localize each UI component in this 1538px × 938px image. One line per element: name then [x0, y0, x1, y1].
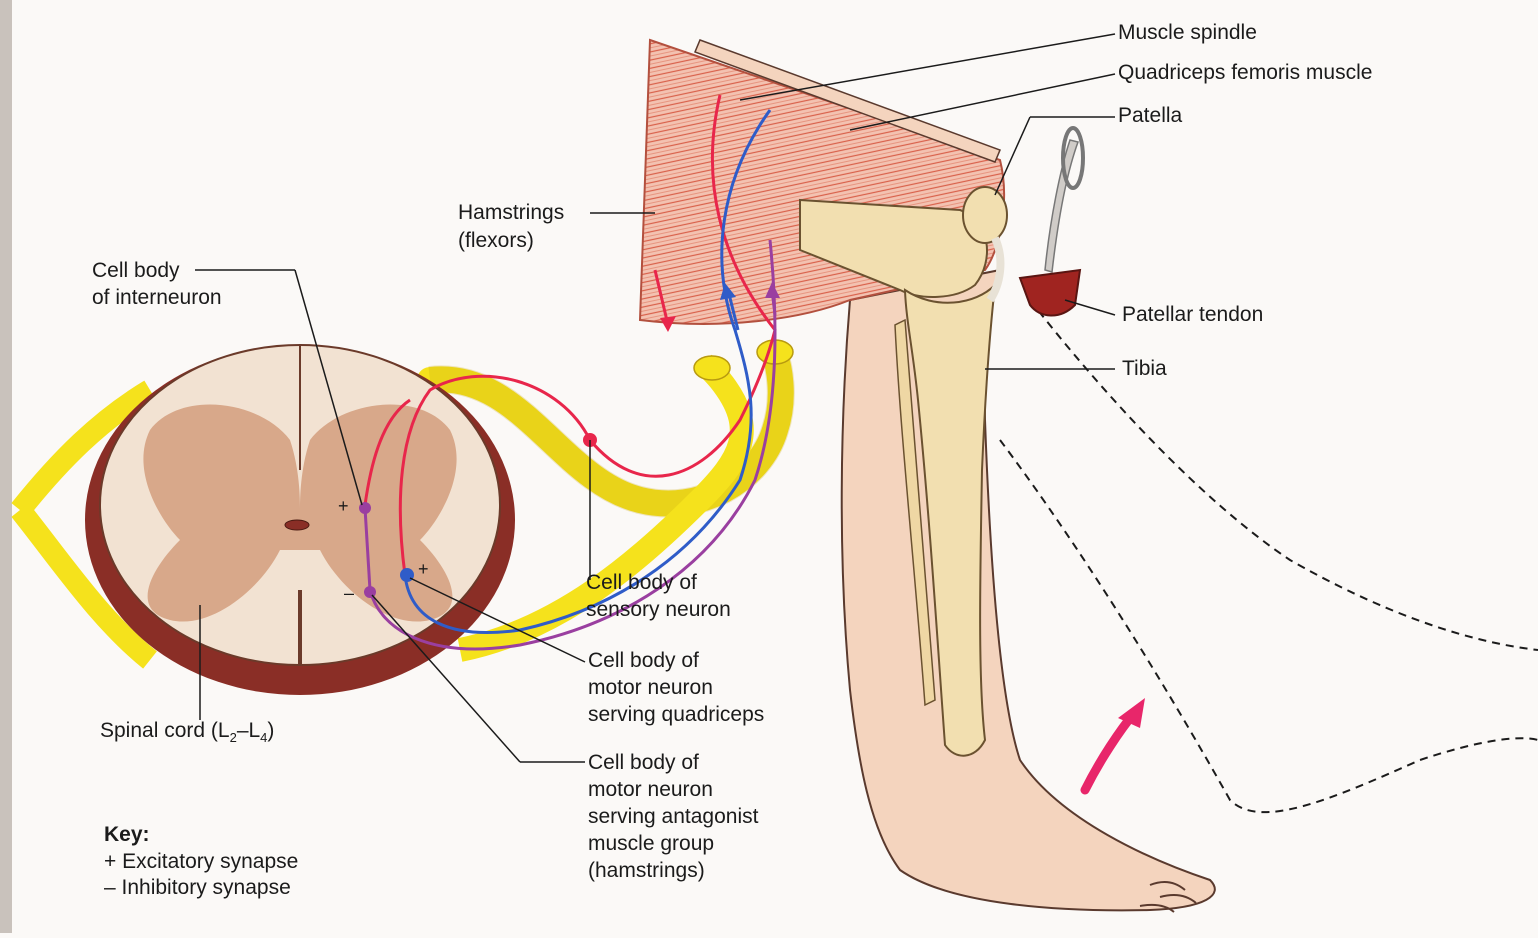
spinal-cord-section	[85, 345, 515, 695]
leg	[640, 40, 1538, 912]
label-motor-antagonist-line3: serving antagonist	[588, 804, 758, 830]
spinal-cord-sub-2: 2	[230, 730, 237, 745]
spinal-cord-prefix: Spinal cord (L	[100, 719, 230, 742]
label-motor-quadriceps-line3: serving quadriceps	[588, 702, 764, 728]
patella-bone	[963, 187, 1007, 243]
excitatory-sign-interneuron: +	[338, 493, 349, 519]
label-patella: Patella	[1118, 103, 1182, 129]
label-hamstrings-flexors: (flexors)	[458, 228, 534, 254]
excitatory-sign-motor: +	[418, 556, 429, 582]
hammer-head	[1020, 270, 1080, 316]
spinal-cord-sub-4: 4	[260, 730, 267, 745]
label-motor-quadriceps-line2: motor neuron	[588, 675, 713, 701]
label-sensory-line2: sensory neuron	[586, 597, 731, 623]
central-canal	[285, 520, 309, 530]
kick-arrow	[1085, 712, 1135, 790]
label-muscle-spindle: Muscle spindle	[1118, 20, 1257, 46]
label-motor-antagonist-line4: muscle group	[588, 831, 714, 857]
label-quadriceps: Quadriceps femoris muscle	[1118, 60, 1372, 86]
reflex-hammer	[1020, 128, 1083, 316]
label-motor-antagonist-line2: motor neuron	[588, 777, 713, 803]
label-hamstrings: Hamstrings	[458, 200, 564, 226]
spinal-cord-suffix: )	[267, 719, 274, 742]
label-tibia: Tibia	[1122, 356, 1167, 382]
label-spinal-cord: Spinal cord (L2–L4)	[100, 718, 274, 746]
label-sensory-line1: Cell body of	[586, 570, 697, 596]
label-interneuron-line2: of interneuron	[92, 285, 222, 311]
inhibitory-sign-motor: –	[344, 580, 354, 606]
page-edge-shadow	[0, 0, 12, 933]
label-motor-quadriceps-line1: Cell body of	[588, 648, 699, 674]
extended-leg-outline-upper	[1030, 300, 1538, 650]
label-patellar-tendon: Patellar tendon	[1122, 302, 1263, 328]
extended-leg-outline	[1000, 440, 1538, 812]
motor-neuron-quadriceps-body	[400, 568, 414, 582]
label-interneuron-line1: Cell body	[92, 258, 180, 284]
spinal-cord-dash: –L	[237, 719, 260, 742]
key-inhibitory: – Inhibitory synapse	[104, 875, 291, 901]
motor-neuron-hamstrings-body	[364, 586, 376, 598]
key-title: Key:	[104, 822, 150, 848]
label-motor-antagonist-line1: Cell body of	[588, 750, 699, 776]
key-excitatory: + Excitatory synapse	[104, 849, 298, 875]
label-motor-antagonist-line5: (hamstrings)	[588, 858, 705, 884]
